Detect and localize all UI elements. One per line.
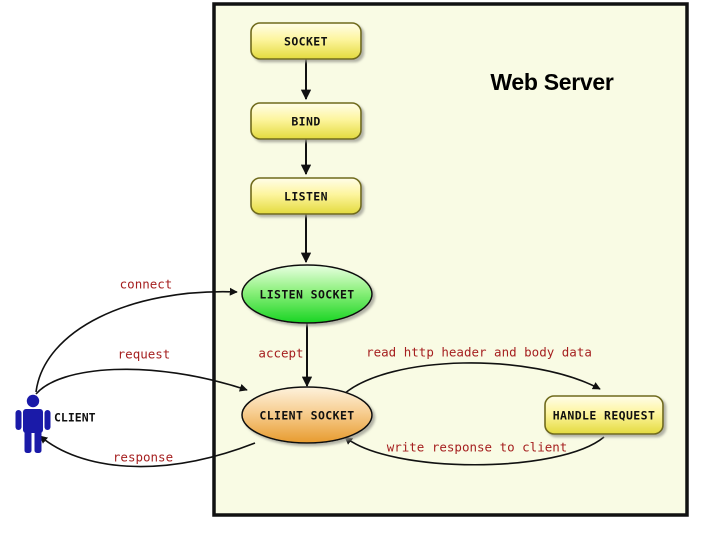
edge-label-accept: accept [258, 346, 303, 361]
node-client-socket-label: CLIENT SOCKET [259, 409, 354, 423]
node-socket-shape[interactable] [250, 22, 362, 60]
edge-write-response [344, 436, 605, 466]
panel-title: Web Server [490, 69, 613, 95]
node-listen[interactable]: LISTEN [250, 177, 362, 215]
node-handle-request[interactable]: HANDLE REQUEST [544, 395, 664, 435]
client-actor[interactable]: CLIENT [15, 394, 96, 453]
node-listen-socket-label: LISTEN SOCKET [259, 288, 354, 302]
edge-label-response: response [113, 450, 173, 465]
node-bind-label: BIND [291, 115, 320, 129]
node-client-socket[interactable]: CLIENT SOCKET [241, 386, 373, 444]
edge-label-connect: connect [120, 277, 173, 292]
node-listen-socket-shape[interactable] [241, 264, 373, 324]
edge-request [35, 368, 248, 395]
edge-read-http [343, 362, 601, 395]
edge-label-read-http: read http header and body data [366, 345, 592, 360]
node-listen-label: LISTEN [284, 190, 328, 204]
edge-response [39, 435, 256, 468]
client-actor-label: CLIENT [54, 411, 96, 425]
node-socket[interactable]: SOCKET [250, 22, 362, 60]
person-icon [15, 394, 51, 453]
node-listen-socket[interactable]: LISTEN SOCKET [241, 264, 373, 324]
node-socket-label: SOCKET [284, 35, 328, 49]
node-client-socket-shape[interactable] [241, 386, 373, 444]
node-handle-request-shape[interactable] [544, 395, 664, 435]
node-listen-shape[interactable] [250, 177, 362, 215]
edge-connect [35, 287, 238, 393]
edge-label-write-response: write response to client [387, 440, 568, 455]
node-handle-request-label: HANDLE REQUEST [553, 409, 656, 423]
node-bind-shape[interactable] [250, 102, 362, 140]
edge-label-request: request [118, 347, 171, 362]
node-bind[interactable]: BIND [250, 102, 362, 140]
